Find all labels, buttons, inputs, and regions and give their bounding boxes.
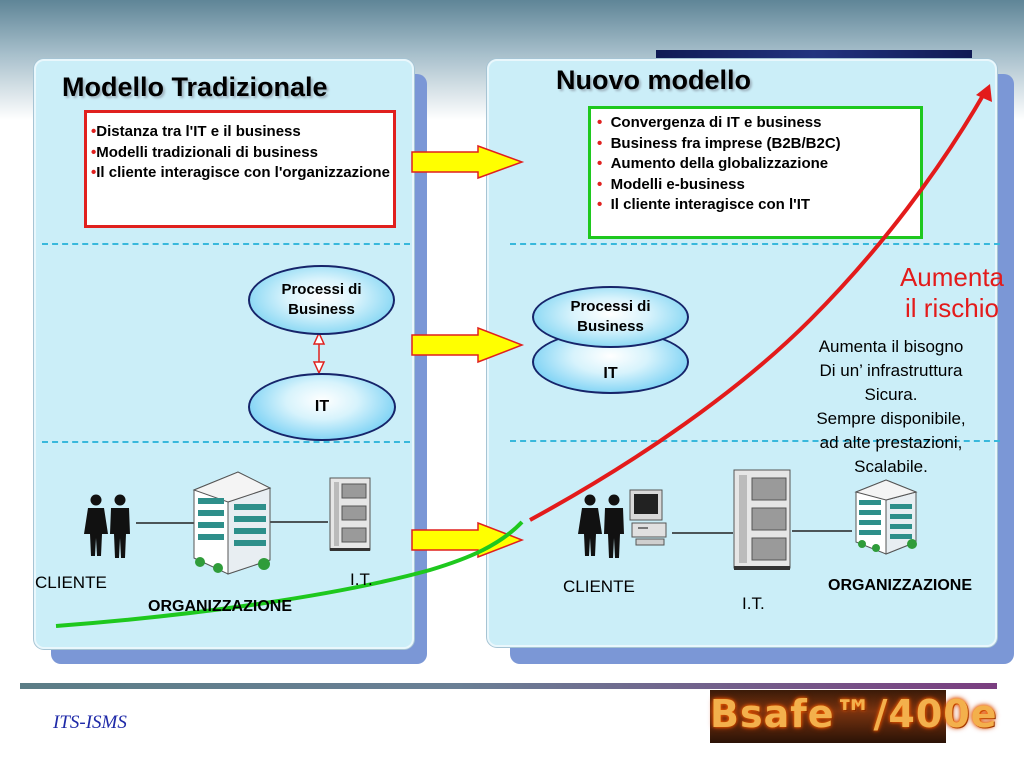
server-icon — [329, 477, 371, 551]
cliente-label: CLIENTE — [563, 577, 635, 596]
bsafe-logo: Bsafe™/400e — [710, 690, 998, 743]
risk-curve-red — [529, 91, 987, 522]
bullet-icon: • — [91, 164, 97, 181]
building-icon — [192, 471, 272, 575]
list-item: •Distanza tra l'IT e il business — [91, 123, 301, 140]
arrow-right-icon — [411, 521, 525, 559]
list-item: •Modelli tradizionali di business — [91, 143, 318, 161]
organizzazione-label: ORGANIZZAZIONE — [828, 577, 972, 594]
bullet-icon: • — [91, 123, 97, 140]
risk-label: Aumenta il rischio — [899, 262, 1005, 323]
list-item: • Aumento della globalizzazione — [597, 155, 829, 172]
right-divider-bottom — [510, 440, 1000, 442]
bullet-icon: • — [597, 175, 611, 193]
risk-curve-green — [55, 520, 524, 628]
bullet-icon: • — [597, 134, 611, 152]
right-bullet-box: • Convergenza di IT e business • Busines… — [588, 106, 923, 239]
bullet-icon: • — [597, 196, 611, 213]
computer-icon — [629, 489, 667, 546]
server-icon — [733, 469, 791, 570]
arrow-right-icon — [411, 326, 525, 364]
list-item: • Il cliente interagisce con l'IT — [597, 196, 811, 213]
left-bullet-box: •Distanza tra l'IT e il business •Modell… — [84, 110, 396, 228]
organizzazione-label: ORGANIZZAZIONE — [148, 598, 292, 615]
people-icon — [84, 494, 130, 558]
list-item: • Convergenza di IT e business — [597, 114, 822, 131]
arrow-head-icon — [976, 84, 992, 102]
bullet-icon: • — [597, 114, 611, 131]
infrastructure-note: Aumenta il bisogno Di un’ infrastruttura… — [816, 337, 966, 476]
logo-text: Bsafe™/400e — [710, 692, 998, 736]
building-icon — [854, 479, 918, 555]
left-title: Modello Tradizionale — [62, 72, 328, 102]
process-ellipse: Processi di Business — [532, 286, 689, 348]
bullet-icon: • — [597, 155, 611, 172]
left-divider-top — [42, 243, 410, 245]
left-divider-bottom — [42, 441, 410, 443]
right-title: Nuovo modello — [556, 65, 751, 95]
list-item: • Modelli e-business — [597, 175, 745, 193]
people-icon — [578, 494, 624, 558]
it-ellipse: IT — [248, 373, 396, 441]
it-label: I.T. — [742, 594, 765, 613]
process-ellipse: Processi di Business — [248, 265, 395, 335]
list-item: • Business fra imprese (B2B/B2C) — [597, 134, 841, 152]
list-item: •Il cliente interagisce con l'organizzaz… — [91, 164, 390, 181]
right-divider-top — [510, 243, 1000, 245]
arrow-right-icon — [411, 144, 525, 180]
footer-divider — [20, 683, 997, 689]
bullet-icon: • — [91, 143, 97, 161]
double-arrow-icon — [312, 331, 326, 375]
cliente-label: CLIENTE — [35, 573, 107, 592]
it-label: I.T. — [350, 570, 373, 589]
footer-title: ITS-ISMS — [53, 712, 127, 733]
